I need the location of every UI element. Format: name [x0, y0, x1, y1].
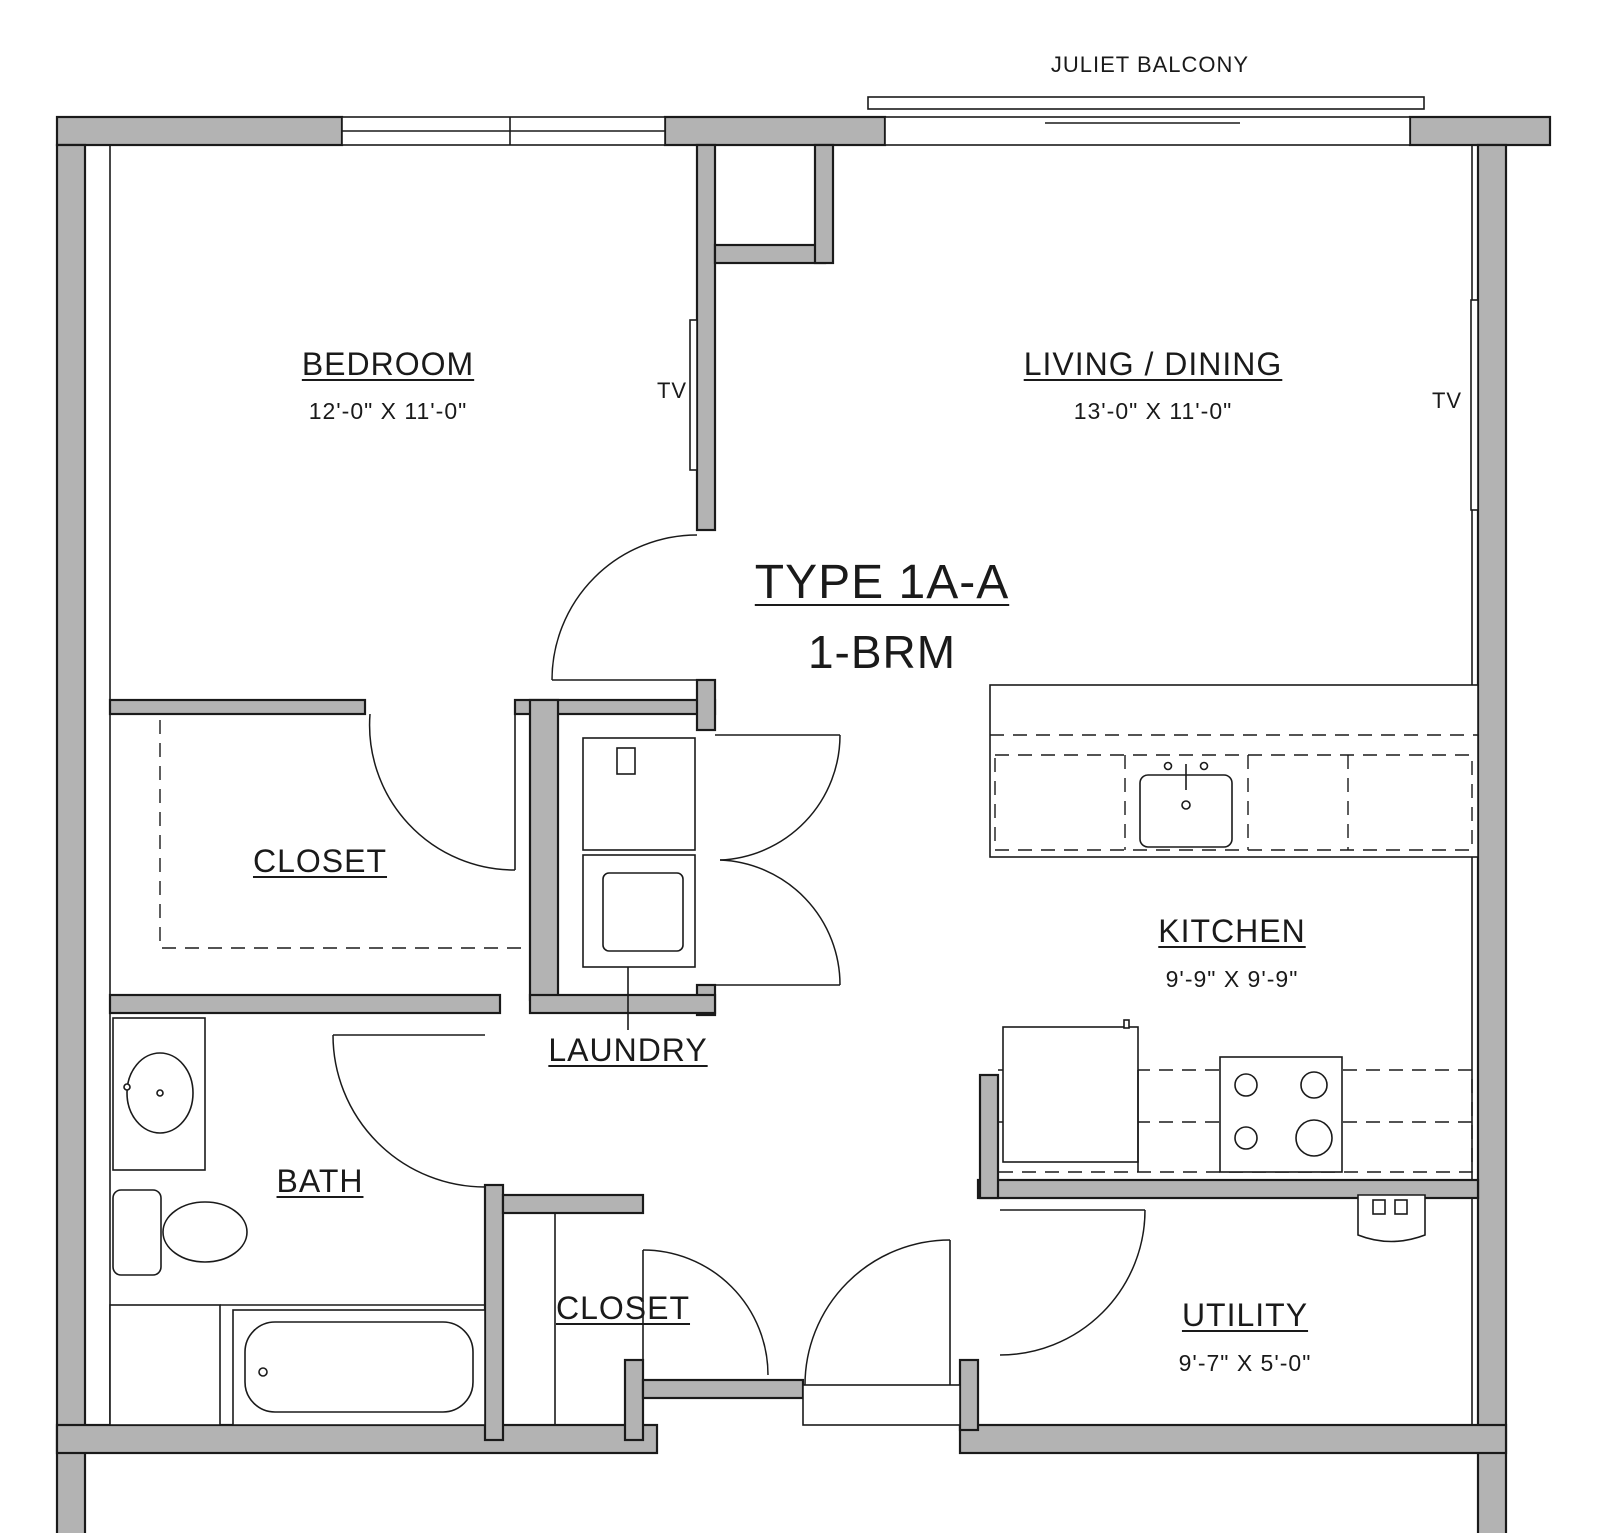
kitchen-range-wall: [978, 1073, 1000, 1200]
cooktop: [1219, 1056, 1343, 1173]
door-swings: [332, 534, 1146, 1376]
entry-door: [802, 1239, 961, 1426]
plan-subtitle: 1-BRM: [807, 626, 957, 678]
entry-closet-top-wall: [501, 1193, 645, 1215]
chase-wall-bottom: [713, 243, 827, 265]
washer-drum: [602, 872, 684, 952]
closet-laundry-wall: [528, 698, 560, 1002]
kitchen-range-run: [998, 1019, 1473, 1173]
lavatory-drain: [156, 1089, 164, 1097]
island-counter: [989, 684, 1479, 858]
bath-fixtures: [109, 1017, 486, 1426]
balcony-door: [884, 116, 1411, 146]
water-heater-valve-1: [1372, 1199, 1386, 1215]
bath-door-swing: [332, 1034, 486, 1188]
toilet-bowl: [162, 1201, 248, 1263]
entry-closet-jamb: [623, 1358, 645, 1442]
water-heater-valve-2: [1394, 1199, 1408, 1215]
burner-3: [1234, 1126, 1258, 1150]
entry-corridor-wall: [641, 1378, 805, 1400]
dryer-vent: [616, 747, 636, 775]
sink-handle-right: [1199, 761, 1209, 771]
refrigerator: [1002, 1026, 1139, 1163]
windows: [341, 96, 1425, 146]
burner-2: [1300, 1071, 1328, 1099]
entry-door-swing: [804, 1239, 951, 1386]
laundry-appliances: [582, 737, 696, 1030]
living-dining-dimensions: 13'-0" X 11'-0": [1073, 398, 1233, 424]
utility-west-wall: [958, 1358, 980, 1432]
bathtub-drain: [258, 1367, 268, 1377]
west-wall: [55, 143, 87, 1533]
east-wall: [1476, 143, 1508, 1533]
kitchen-name: KITCHEN: [1158, 913, 1306, 949]
entry-closet-door-swing: [642, 1249, 769, 1376]
closet-door-swing: [368, 713, 516, 871]
bedroom-tv: [689, 319, 698, 471]
laundry-door-swing-top: [719, 734, 841, 861]
living-tv: [1470, 299, 1479, 511]
entry-closet-name: CLOSET: [555, 1290, 691, 1326]
plan-type-title: TYPE 1A-A: [754, 556, 1010, 609]
south-wall-west: [55, 1423, 659, 1455]
south-wall-east: [958, 1423, 1508, 1455]
bathtub-basin: [244, 1321, 474, 1413]
linen-cabinet: [109, 1304, 221, 1426]
juliet-balcony-rail: [867, 96, 1425, 110]
living-tv-label: TV: [1431, 388, 1463, 413]
lavatory-faucet: [123, 1083, 131, 1091]
dryer: [582, 737, 696, 851]
sink-drain: [1181, 800, 1191, 810]
living-dining-name: LIVING / DINING: [1023, 346, 1283, 382]
bedroom-dimensions: 12'-0" X 11'-0": [308, 398, 468, 424]
closet-shelf-line: [159, 720, 530, 949]
water-heater: [1357, 1194, 1426, 1243]
bedroom-closet-name: CLOSET: [252, 843, 388, 879]
bedroom-closet-wall-left: [108, 698, 367, 716]
north-wall-center: [663, 115, 887, 147]
laundry-door-swing-bottom: [719, 859, 841, 986]
bedroom-living-wall: [695, 143, 717, 532]
entry-threshold: [802, 1384, 961, 1426]
bath-name: BATH: [276, 1163, 364, 1199]
utility-name: UTILITY: [1181, 1297, 1309, 1333]
juliet-balcony-label: JULIET BALCONY: [1050, 52, 1250, 77]
kitchen-utility-wall: [976, 1178, 1480, 1200]
utility-door-swing: [999, 1209, 1146, 1356]
north-wall-east: [1408, 115, 1552, 147]
closet-bath-wall: [108, 993, 502, 1015]
laundry-bottom-wall: [528, 993, 717, 1015]
exterior-walls: [55, 115, 1552, 1533]
utility-fixtures: [1357, 1194, 1426, 1243]
bedroom-name: BEDROOM: [301, 346, 475, 382]
utility-dimensions: 9'-7" X 5'-0": [1178, 1350, 1312, 1376]
kitchen-island: [989, 684, 1479, 858]
kitchen-dimensions: 9'-9" X 9'-9": [1165, 966, 1299, 992]
toilet-tank: [112, 1189, 162, 1276]
bath-closet-wall: [483, 1183, 505, 1442]
bedroom-tv-label: TV: [656, 378, 688, 403]
bedroom-door-swing: [551, 534, 698, 681]
burner-1: [1234, 1073, 1258, 1097]
tv-marks: [689, 299, 1479, 511]
refrigerator-handle: [1123, 1019, 1130, 1029]
sink-handle-left: [1163, 761, 1173, 771]
chase-wall-side: [813, 143, 835, 265]
laundry-jamb-top: [695, 678, 717, 732]
interior-walls: [108, 143, 1480, 1442]
laundry-name: LAUNDRY: [548, 1032, 708, 1068]
north-wall-west: [55, 115, 344, 147]
burner-4: [1295, 1119, 1333, 1157]
